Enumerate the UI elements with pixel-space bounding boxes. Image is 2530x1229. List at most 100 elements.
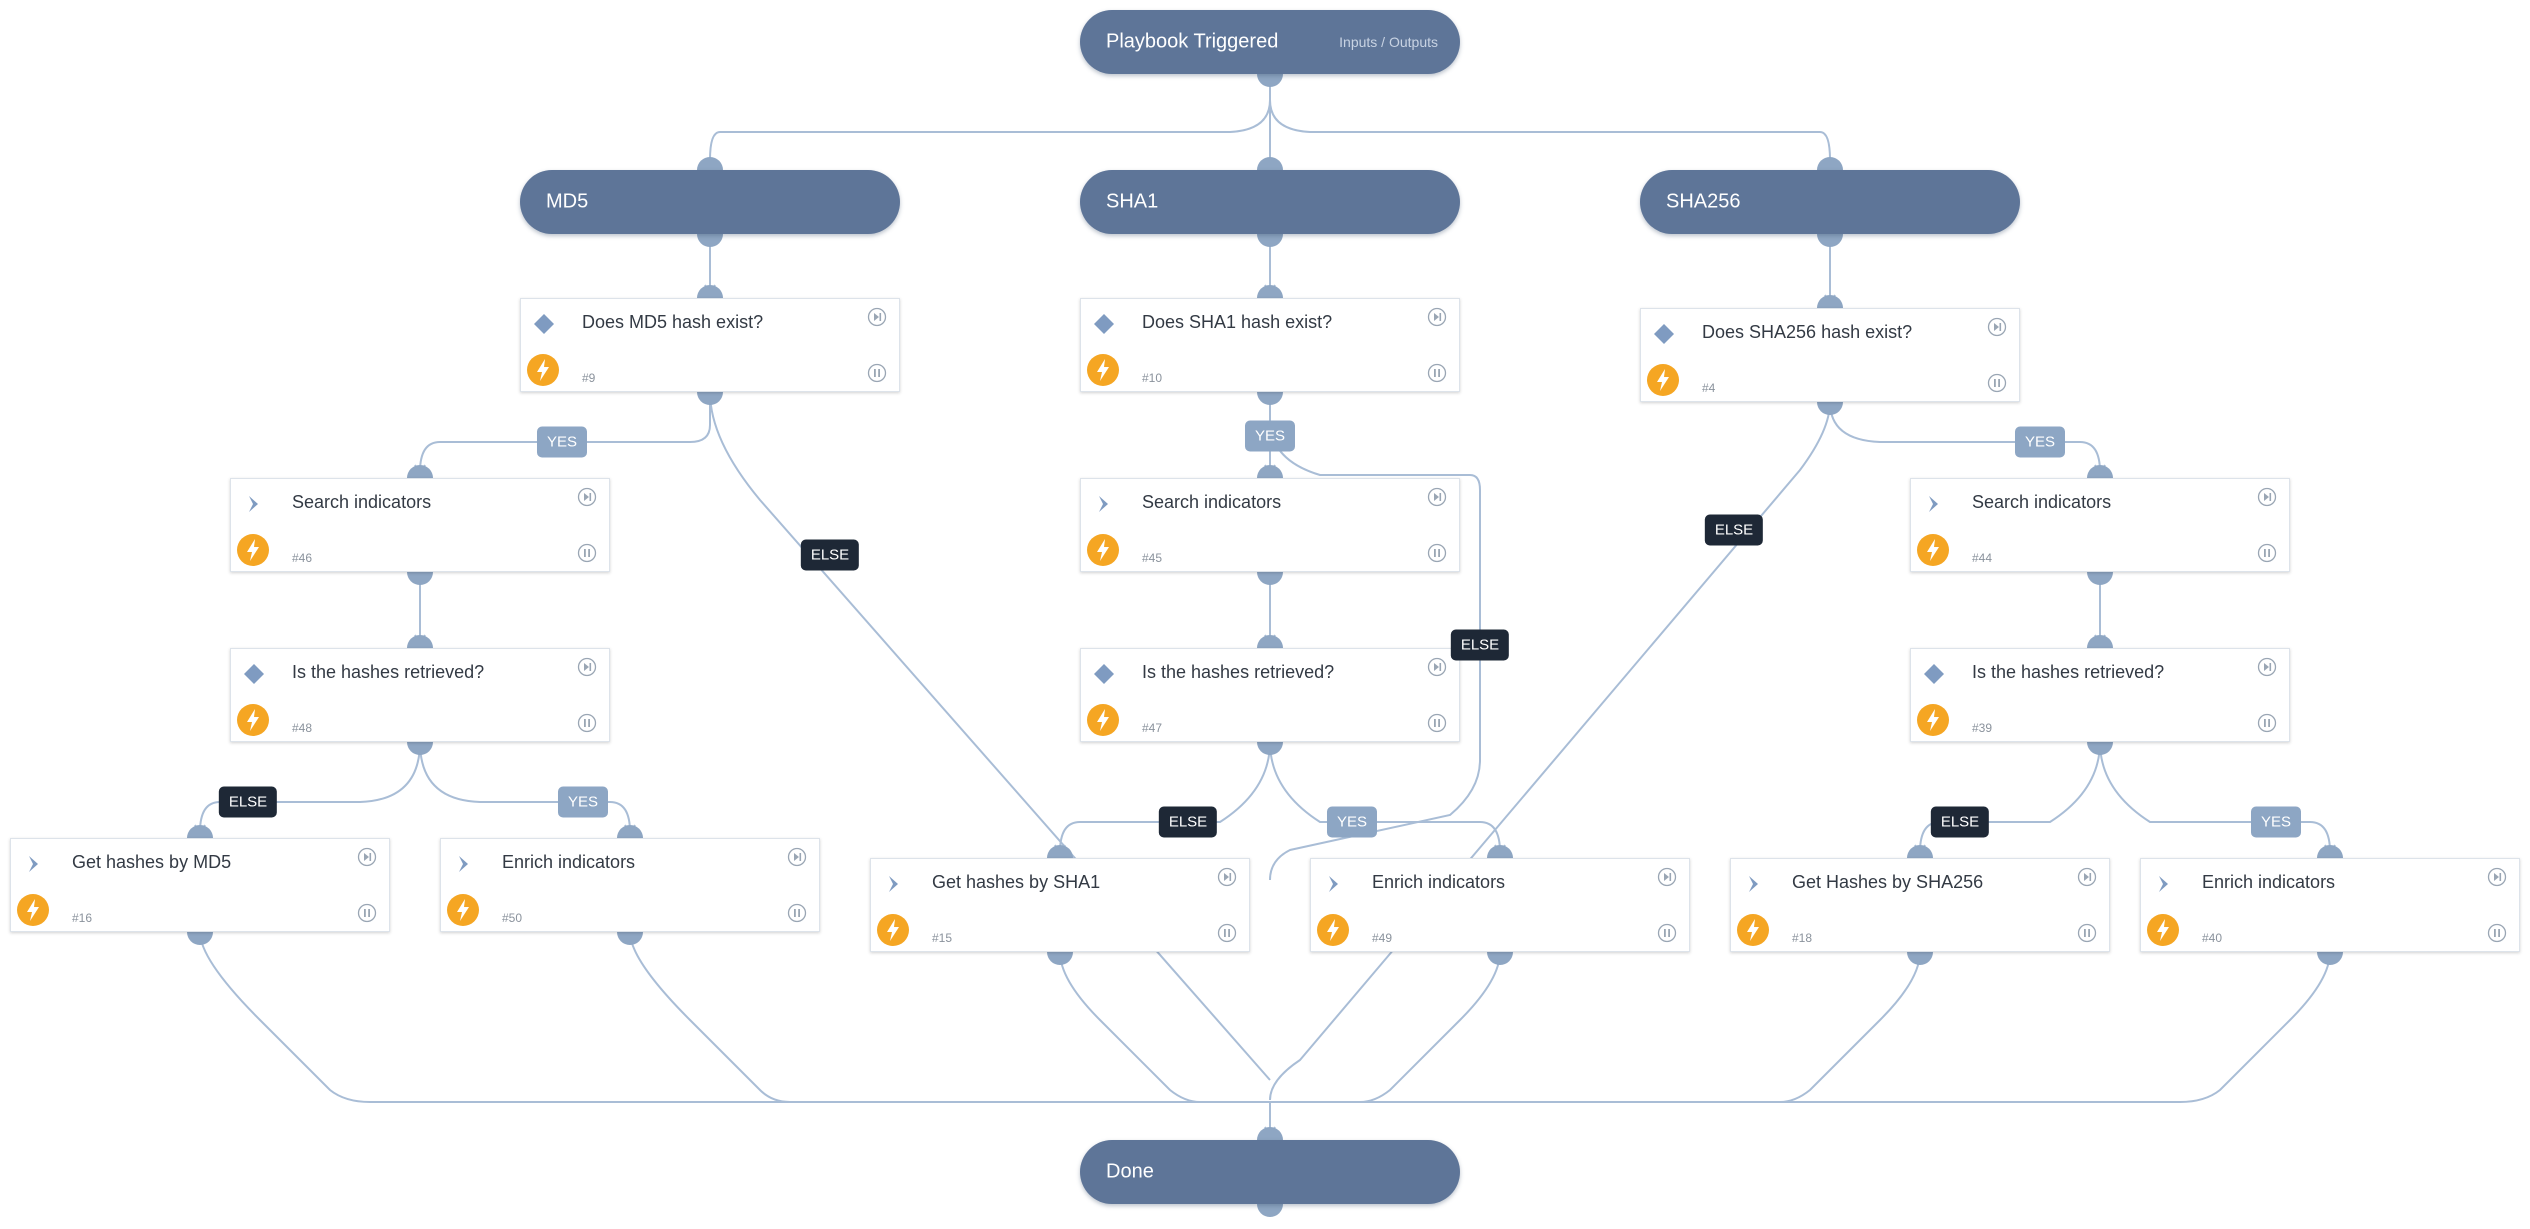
pause-task-icon[interactable] — [1987, 373, 2007, 393]
task-card[interactable]: Is the hashes retrieved?#47 — [1080, 648, 1460, 742]
pause-task-icon[interactable] — [1427, 363, 1447, 383]
connector-port[interactable] — [1257, 742, 1283, 755]
lightning-bolt-icon — [1087, 534, 1119, 566]
skip-task-icon[interactable] — [2257, 487, 2277, 507]
task-card[interactable]: Enrich indicators#50 — [440, 838, 820, 932]
skip-task-icon[interactable] — [2487, 867, 2507, 887]
skip-task-icon[interactable] — [2077, 867, 2097, 887]
connector-port[interactable] — [1257, 1127, 1283, 1140]
connector-port[interactable] — [2087, 572, 2113, 585]
skip-task-icon[interactable] — [1217, 867, 1237, 887]
connector-port[interactable] — [1257, 392, 1283, 405]
connector-port[interactable] — [407, 572, 433, 585]
pause-task-icon[interactable] — [1217, 923, 1237, 943]
connector-port[interactable] — [1257, 234, 1283, 247]
else-branch-label: ELSE — [218, 786, 278, 818]
action-chevron-icon — [249, 496, 258, 512]
pause-task-icon[interactable] — [357, 903, 377, 923]
connector-port[interactable] — [697, 157, 723, 170]
pause-task-icon[interactable] — [787, 903, 807, 923]
connector-port[interactable] — [1047, 845, 1073, 858]
section-md5[interactable]: MD5 — [520, 170, 900, 234]
task-number: #49 — [1372, 931, 1393, 945]
connector-line — [1059, 741, 1271, 853]
pause-task-icon[interactable] — [867, 363, 887, 383]
section-sha1[interactable]: SHA1 — [1080, 170, 1460, 234]
task-card[interactable]: Search indicators#46 — [230, 478, 610, 572]
connector-port[interactable] — [1047, 952, 1073, 965]
skip-task-icon[interactable] — [1427, 307, 1447, 327]
connector-port[interactable] — [1257, 157, 1283, 170]
connector-port[interactable] — [2087, 742, 2113, 755]
connector-port[interactable] — [1257, 1204, 1283, 1217]
connector-port[interactable] — [1817, 157, 1843, 170]
pause-task-icon[interactable] — [2257, 543, 2277, 563]
pause-task-icon[interactable] — [2257, 713, 2277, 733]
pause-task-icon[interactable] — [577, 713, 597, 733]
lightning-bolt-icon — [1917, 704, 1949, 736]
connector-port[interactable] — [1487, 952, 1513, 965]
section-sha256[interactable]: SHA256 — [1640, 170, 2020, 234]
skip-task-icon[interactable] — [577, 657, 597, 677]
connector-port[interactable] — [1817, 402, 1843, 415]
task-card[interactable]: Is the hashes retrieved?#39 — [1910, 648, 2290, 742]
skip-task-icon[interactable] — [1427, 487, 1447, 507]
connector-port[interactable] — [1907, 952, 1933, 965]
task-card[interactable]: Get hashes by SHA1#15 — [870, 858, 1250, 952]
connector-port[interactable] — [407, 742, 433, 755]
connector-port[interactable] — [1907, 845, 1933, 858]
connector-port[interactable] — [187, 825, 213, 838]
skip-task-icon[interactable] — [1987, 317, 2007, 337]
action-chevron-icon — [1929, 496, 1938, 512]
skip-task-icon[interactable] — [2257, 657, 2277, 677]
playbook-triggered-node[interactable]: Playbook Triggered Inputs / Outputs — [1080, 10, 1460, 74]
connector-port[interactable] — [617, 932, 643, 945]
connector-port[interactable] — [2317, 845, 2343, 858]
connector-line — [2099, 741, 2331, 853]
pause-task-icon[interactable] — [2487, 923, 2507, 943]
connector-port[interactable] — [407, 635, 433, 648]
inputs-outputs-link[interactable]: Inputs / Outputs — [1339, 34, 1438, 50]
task-card[interactable]: Does SHA256 hash exist?#4 — [1640, 308, 2020, 402]
pause-task-icon[interactable] — [577, 543, 597, 563]
task-card[interactable]: Search indicators#44 — [1910, 478, 2290, 572]
task-name: Does SHA1 hash exist? — [1142, 312, 1333, 332]
skip-task-icon[interactable] — [867, 307, 887, 327]
task-card[interactable]: Enrich indicators#49 — [1310, 858, 1690, 952]
task-card[interactable]: Get hashes by MD5#16 — [10, 838, 390, 932]
connector-port[interactable] — [697, 285, 723, 298]
connector-port[interactable] — [1257, 285, 1283, 298]
pause-task-icon[interactable] — [1427, 543, 1447, 563]
pause-task-icon[interactable] — [1427, 713, 1447, 733]
connector-port[interactable] — [2317, 952, 2343, 965]
connector-port[interactable] — [1257, 465, 1283, 478]
skip-task-icon[interactable] — [1427, 657, 1447, 677]
connector-port[interactable] — [697, 234, 723, 247]
connector-port[interactable] — [407, 465, 433, 478]
connector-port[interactable] — [187, 932, 213, 945]
connector-port[interactable] — [1817, 234, 1843, 247]
task-card[interactable]: Search indicators#45 — [1080, 478, 1460, 572]
connector-port[interactable] — [617, 825, 643, 838]
task-card[interactable]: Enrich indicators#40 — [2140, 858, 2520, 952]
skip-task-icon[interactable] — [577, 487, 597, 507]
done-node[interactable]: Done — [1080, 1140, 1460, 1204]
connector-port[interactable] — [1817, 295, 1843, 308]
connector-port[interactable] — [1257, 74, 1283, 87]
pause-task-icon[interactable] — [2077, 923, 2097, 943]
skip-task-icon[interactable] — [1657, 867, 1677, 887]
connector-port[interactable] — [1257, 635, 1283, 648]
task-card[interactable]: Does MD5 hash exist?#9 — [520, 298, 900, 392]
pause-task-icon[interactable] — [1657, 923, 1677, 943]
lightning-bolt-icon — [527, 354, 559, 386]
connector-port[interactable] — [697, 392, 723, 405]
connector-port[interactable] — [1257, 572, 1283, 585]
connector-port[interactable] — [2087, 465, 2113, 478]
connector-port[interactable] — [2087, 635, 2113, 648]
task-card[interactable]: Does SHA1 hash exist?#10 — [1080, 298, 1460, 392]
task-card[interactable]: Get Hashes by SHA256#18 — [1730, 858, 2110, 952]
task-card[interactable]: Is the hashes retrieved?#48 — [230, 648, 610, 742]
skip-task-icon[interactable] — [357, 847, 377, 867]
skip-task-icon[interactable] — [787, 847, 807, 867]
connector-port[interactable] — [1487, 845, 1513, 858]
